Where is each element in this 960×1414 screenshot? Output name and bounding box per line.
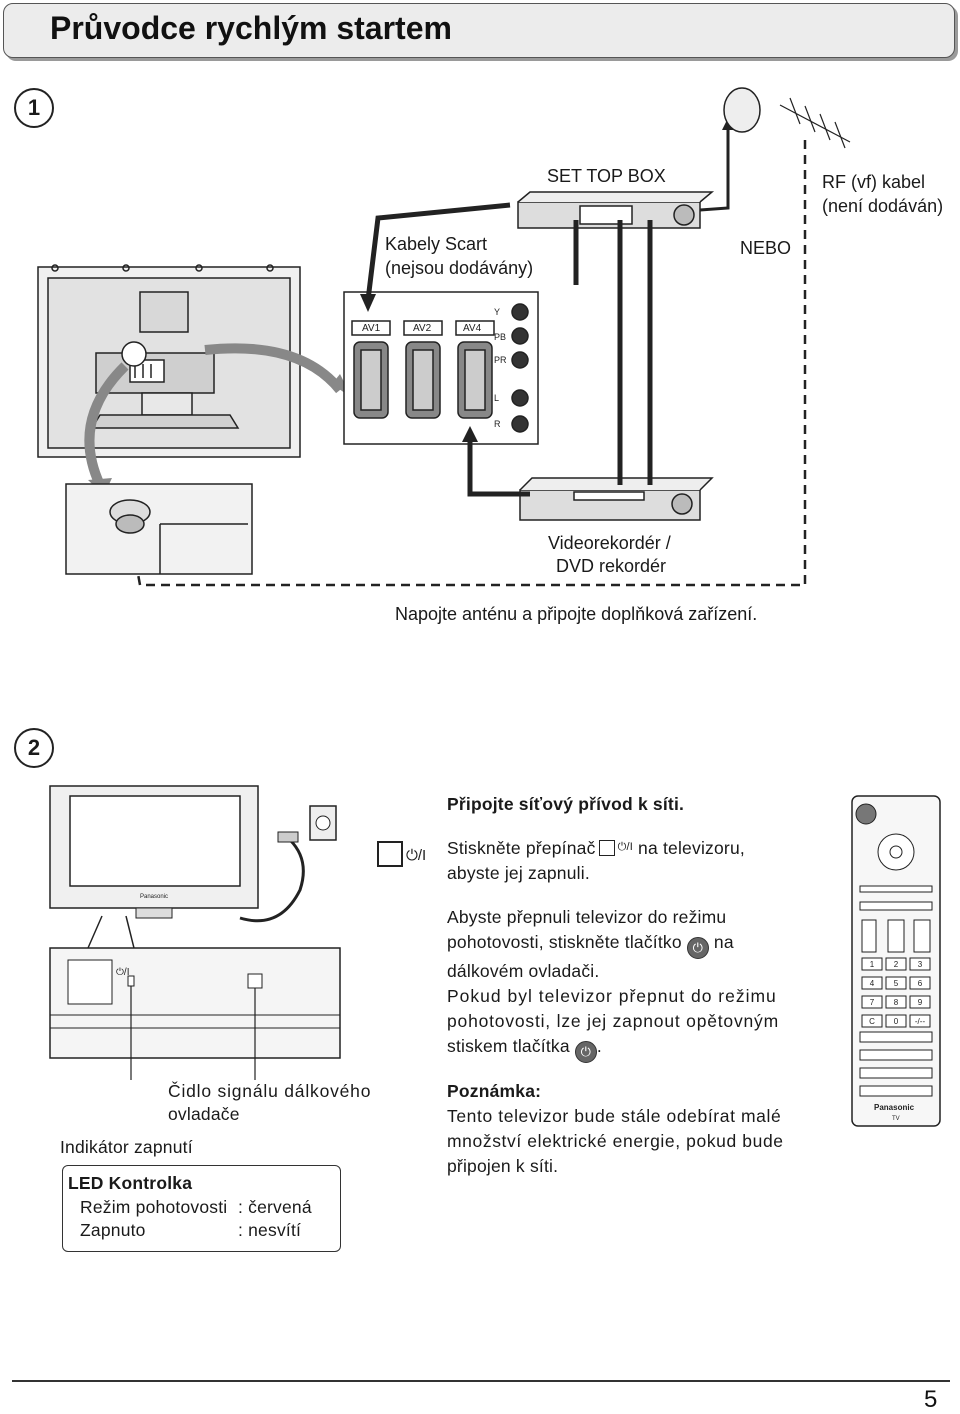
remote-power-icon [855,803,877,825]
remote-control: 1 2 3 4 5 6 7 8 9C 0 -/-- Panasonic TV [851,795,941,1127]
note-line1: Tento televizor bude stále odebírat malé [447,1106,782,1126]
remote-brand: Panasonic [874,1103,915,1112]
led-standby-label: Režim pohotovosti [80,1197,228,1217]
remote-key-label: 8 [894,998,899,1007]
tv-back-illustration [37,264,301,458]
sensor-label-line2: ovladače [168,1104,240,1124]
page-title: Průvodce rychlým startem [50,10,452,46]
tv-brand: Panasonic [140,894,168,900]
step-1-badge: 1 [14,88,54,128]
step-2-heading: Připojte síťový přívod k síti. [447,794,685,814]
page-number: 5 [924,1386,938,1413]
power-indicator-label: Indikátor zapnutí [60,1137,193,1157]
note-title: Poznámka: [447,1081,542,1101]
tv-front-diagram: Panasonic ⏻/I ⏻/I [49,785,426,1080]
remote-key-label: -/-- [915,1017,926,1026]
title-bar [3,3,955,58]
svg-text:R: R [494,419,501,429]
set-top-box-illustration [517,191,715,229]
remote-key-label: 0 [894,1017,899,1026]
scart-label-line2: (nejsou dodávány) [385,258,534,278]
svg-text:PR: PR [494,355,507,365]
nebo-label: NEBO [740,238,792,258]
remote-key-label: 3 [918,960,923,969]
led-standby-value: : červená [238,1197,312,1217]
antenna-input-inset [65,483,253,575]
antenna-icon [779,97,851,149]
recorder-label-line1: Videorekordér / [548,533,671,553]
remote-key [885,976,907,990]
led-on-label: Zapnuto [80,1220,146,1240]
rf-cable-label-line1: RF (vf) kabel [822,172,926,192]
front-switch-symbol: ⏻/I [116,967,129,978]
remote-key-label: 6 [918,979,923,988]
power-button-icon: ⏻ [686,937,709,959]
connection-diagram: AV1 AV2 AV4 Y PB PR L R [37,87,851,587]
satellite-dish-icon [723,87,761,133]
set-top-box-label: SET TOP BOX [547,166,666,186]
remote-key [861,976,883,990]
step-1-caption: Napojte anténu a připojte doplňková zaří… [395,604,758,624]
led-on-value: : nesvítí [238,1220,302,1240]
svg-text:AV4: AV4 [463,323,482,334]
note-line3: připojen k síti. [447,1156,559,1176]
scart-label-line1: Kabely Scart [385,234,488,254]
remote-key [861,957,883,971]
svg-text:Y: Y [494,307,500,317]
note-line2: množství elektrické energie, pokud bude [447,1131,784,1151]
svg-text:AV2: AV2 [413,323,432,334]
step-2-badge: 2 [14,728,54,768]
terminal-panel [343,291,539,445]
curved-arrow-2 [84,362,129,488]
remote-key [885,995,907,1009]
remote-sub: TV [892,1116,900,1122]
remote-key-label: C [869,1017,875,1026]
remote-key-label: 5 [894,979,899,988]
recorder-illustration [519,477,714,521]
remote-key [909,1014,931,1028]
svg-text:PB: PB [494,332,506,342]
remote-key [885,957,907,971]
rf-cable-label-line2: (není dodáván) [822,196,944,216]
footer-rule [12,1380,950,1382]
remote-key [909,976,931,990]
sensor-label-line1: Čidlo signálu dálkového [168,1081,372,1101]
remote-key [909,957,931,971]
power-button-icon: ⏻ [574,1041,597,1063]
curved-arrow-1 [204,343,344,394]
remote-key-label: 2 [894,960,899,969]
switch-inline-icon [598,840,615,856]
remote-key [885,1014,907,1028]
remote-key [909,995,931,1009]
remote-key-label: 1 [870,960,875,969]
main-power-switch-icon [377,841,403,867]
remote-key-label: 4 [870,979,875,988]
led-title: LED Kontrolka [68,1173,193,1193]
remote-key-label: 7 [870,998,875,1007]
remote-key [861,1014,883,1028]
main-switch-symbol: ⏻/I [406,847,426,864]
recorder-label-line2: DVD rekordér [556,556,667,576]
standby-instructions: Abyste přepnuli televizor do režimu poho… [447,905,827,1063]
svg-text:AV1: AV1 [362,323,381,334]
remote-key [861,995,883,1009]
led-info-box [62,1165,341,1252]
press-switch-text: Stiskněte přepínač⏻/I na televizoru,abys… [447,838,745,883]
svg-text:L: L [494,393,499,403]
remote-key-label: 9 [918,998,923,1007]
